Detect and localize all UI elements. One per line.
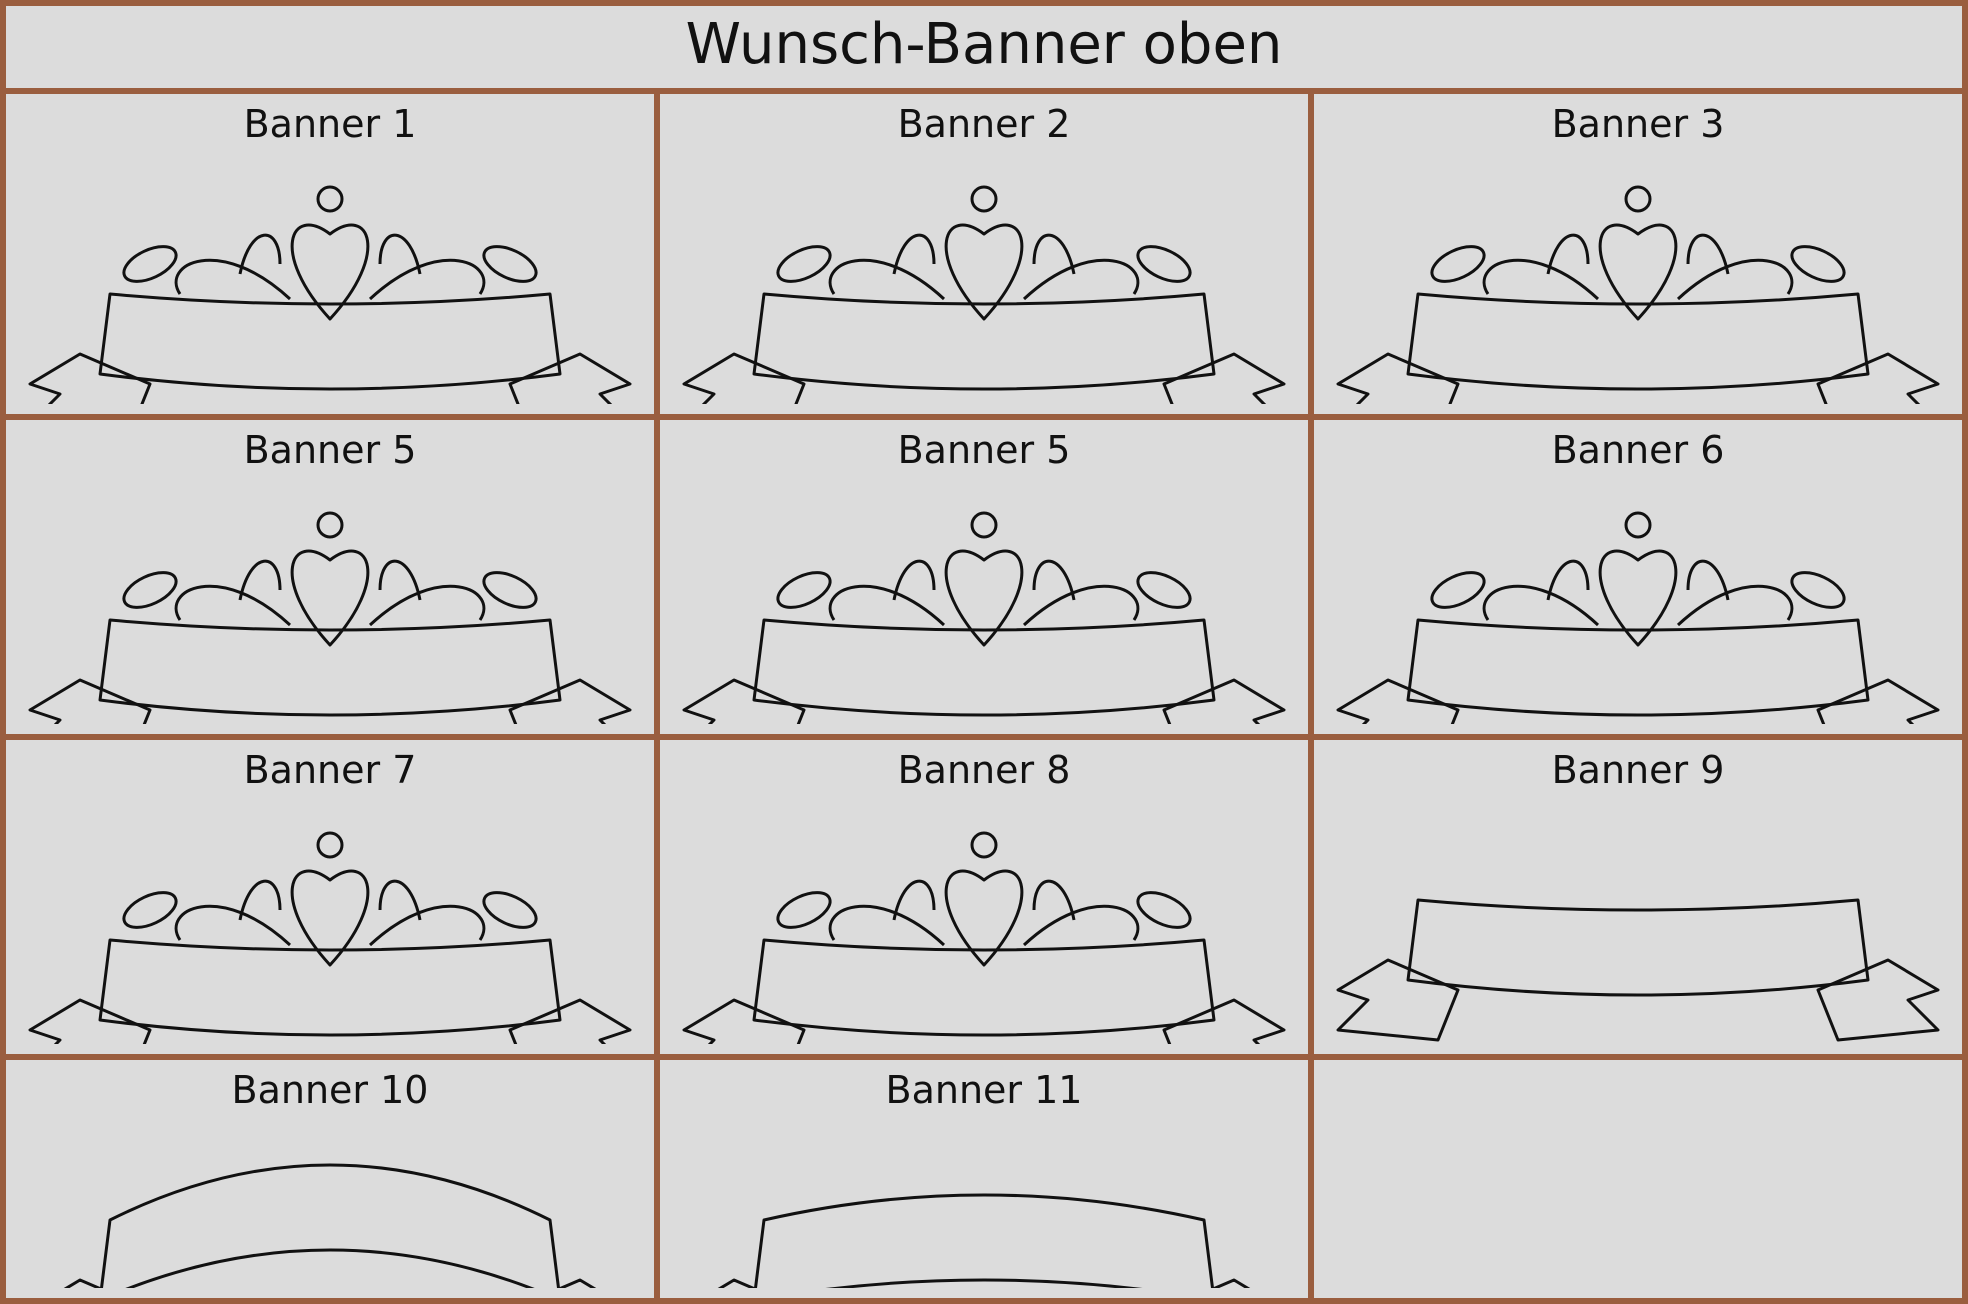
banner-option-10[interactable]: Banner 10 [6, 1060, 654, 1298]
grid-divider [0, 1054, 1968, 1060]
banner-illustration-icon [1336, 185, 1940, 404]
banner-label: Banner 5 [243, 428, 417, 472]
banner-option-11[interactable]: Banner 11 [660, 1060, 1308, 1298]
banner-label: Banner 5 [897, 428, 1071, 472]
grid-divider [654, 94, 660, 1298]
banner-illustration-icon [28, 185, 632, 404]
grid-divider [0, 88, 1968, 94]
banner-illustration-icon [63, 1163, 597, 1288]
banner-option-5[interactable]: Banner 5 [660, 420, 1308, 734]
banner-option-1[interactable]: Banner 1 [6, 94, 654, 414]
banner-label: Banner 6 [1551, 428, 1725, 472]
banner-illustration-icon [682, 831, 1286, 1044]
banner-label: Banner 7 [243, 748, 417, 792]
grid-divider [0, 734, 1968, 740]
banner-option-7[interactable]: Banner 7 [6, 740, 654, 1054]
banner-option-6[interactable]: Banner 6 [1314, 420, 1962, 734]
banner-illustration-icon [28, 831, 632, 1044]
grid-divider [0, 414, 1968, 420]
banner-label: Banner 1 [243, 102, 417, 146]
banner-option-4[interactable]: Banner 5 [6, 420, 654, 734]
banner-illustration-icon [682, 185, 1286, 404]
grid-divider [1308, 94, 1314, 1298]
banner-illustration-icon [1336, 898, 1940, 1042]
banner-label: Banner 11 [885, 1068, 1083, 1112]
banner-illustration-icon [28, 511, 632, 724]
banner-label: Banner 3 [1551, 102, 1725, 146]
banner-label: Banner 10 [231, 1068, 429, 1112]
banner-label: Banner 9 [1551, 748, 1725, 792]
banner-option-9[interactable]: Banner 9 [1314, 740, 1962, 1054]
page-title: Wunsch-Banner oben [685, 12, 1283, 77]
banner-option-2[interactable]: Banner 2 [660, 94, 1308, 414]
banner-illustration-icon [682, 511, 1286, 724]
banner-option-8[interactable]: Banner 8 [660, 740, 1308, 1054]
banner-illustration-icon [717, 1193, 1251, 1288]
banner-label: Banner 2 [897, 102, 1071, 146]
banner-label: Banner 8 [897, 748, 1071, 792]
banner-illustration-icon [1336, 511, 1940, 724]
banner-option-3[interactable]: Banner 3 [1314, 94, 1962, 414]
